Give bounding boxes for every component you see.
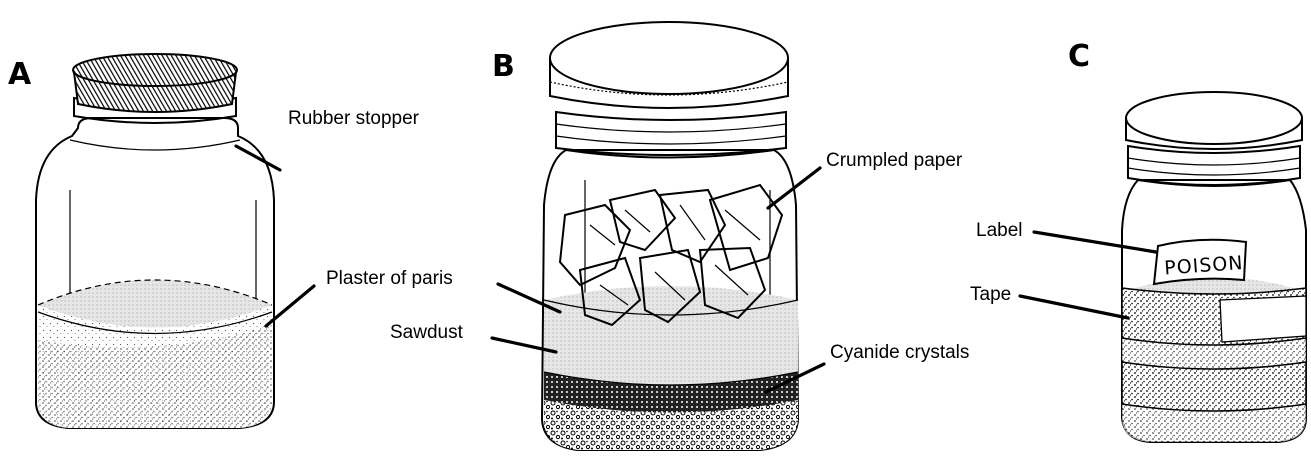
- leader-paper: [766, 166, 822, 210]
- tape-bands: [1121, 287, 1307, 412]
- leader-plaster: [264, 284, 316, 328]
- label-rubber-stopper: Rubber stopper: [288, 108, 420, 129]
- crumpled-paper: [558, 183, 784, 327]
- jar-b-lid: [549, 21, 789, 109]
- panel-letter-c: C: [1068, 39, 1090, 74]
- sawdust-layer: [543, 286, 799, 386]
- label-tape: Tape: [970, 284, 1011, 305]
- leader-plaster-b: [496, 282, 562, 314]
- label-label: Label: [976, 220, 1023, 241]
- label-crumpled-paper: Crumpled paper: [826, 150, 963, 171]
- label-plaster-of-paris: Plaster of paris: [326, 268, 453, 289]
- leader-cyanide: [764, 362, 826, 394]
- label-cyanide-crystals: Cyanide crystals: [830, 342, 969, 363]
- panel-letter-b: B: [492, 49, 515, 84]
- leader-stopper: [234, 144, 282, 172]
- jar-b: B: [390, 21, 969, 451]
- leader-sawdust: [490, 336, 558, 354]
- leader-tape: [1018, 294, 1130, 320]
- rubber-stopper: [72, 53, 238, 113]
- leader-label: [1032, 230, 1158, 254]
- poison-label: POISON: [1152, 238, 1248, 286]
- panel-letter-a: A: [8, 57, 32, 92]
- plaster-layer-a: [37, 279, 273, 428]
- jar-c-lid: [1125, 91, 1303, 150]
- label-sawdust: Sawdust: [390, 322, 464, 343]
- jar-c: C POISON Label Tape: [970, 39, 1307, 443]
- jar-a: A Rubber stopper Plaster of paris: [8, 53, 453, 429]
